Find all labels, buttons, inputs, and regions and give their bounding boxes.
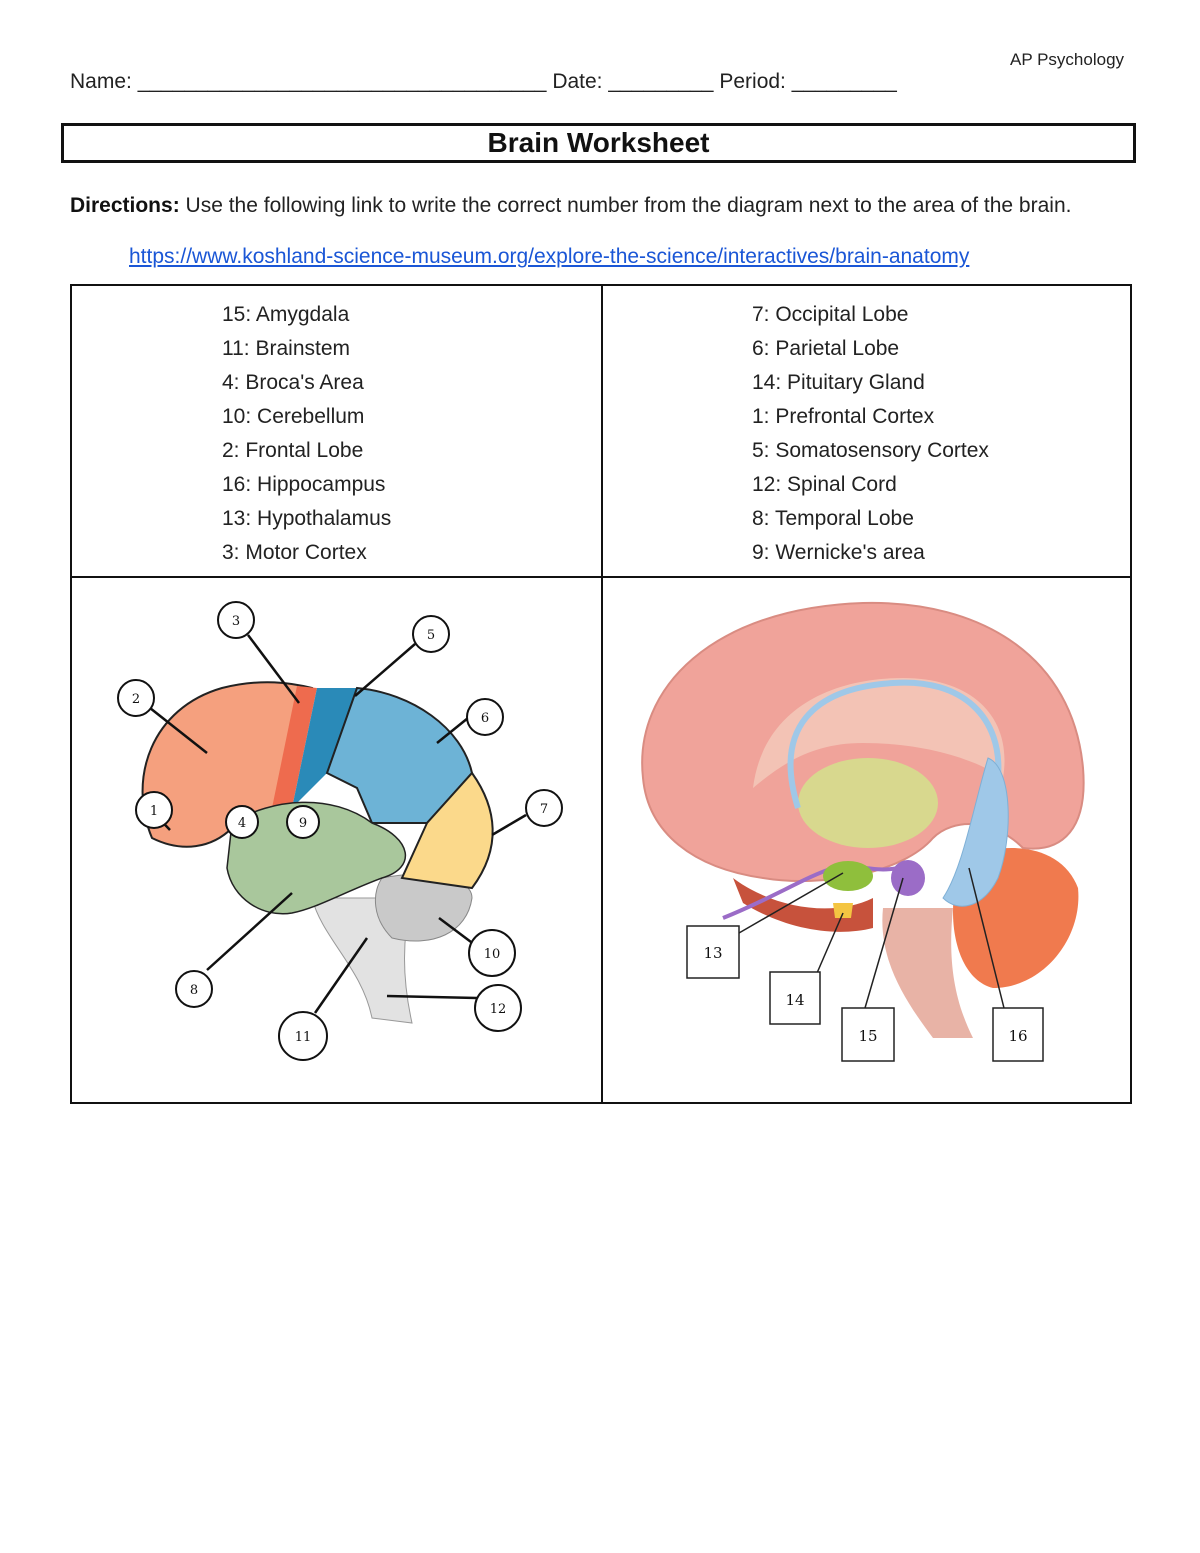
sagittal-brain-diagram: 13 14 15 16: [603, 578, 1131, 1104]
table-divider-horizontal: [72, 576, 1130, 578]
list-item: 12: Spinal Cord: [752, 473, 897, 496]
answer-list-right: 7: Occipital Lobe 6: Parietal Lobe 14: P…: [752, 298, 989, 570]
svg-text:3: 3: [232, 614, 240, 629]
label-2: 2: [117, 679, 155, 717]
label-8: 8: [175, 970, 213, 1008]
label-9: 9: [286, 805, 320, 839]
svg-text:7: 7: [540, 802, 548, 817]
label-11: 11: [278, 1011, 328, 1061]
label-7: 7: [525, 789, 563, 827]
list-item: 10: Cerebellum: [222, 405, 365, 428]
lateral-brain-illustration: 1 2 3 4 5 6 7 8 9 10 11 12: [117, 601, 563, 1061]
label-16: 16: [992, 1007, 1044, 1062]
svg-text:8: 8: [190, 983, 198, 998]
svg-text:12: 12: [490, 1002, 507, 1017]
list-item: 15: Amygdala: [222, 303, 350, 326]
date-field[interactable]: _________: [608, 70, 714, 93]
list-item: 3: Motor Cortex: [222, 541, 367, 564]
directions-label: Directions:: [70, 194, 180, 217]
list-item: 16: Hippocampus: [222, 473, 386, 496]
svg-text:5: 5: [427, 628, 435, 643]
answer-list-left: 15: Amygdala 11: Brainstem 4: Broca's Ar…: [222, 298, 391, 570]
list-item: 4: Broca's Area: [222, 371, 364, 394]
name-field[interactable]: ___________________________________: [137, 70, 547, 93]
list-item: 2: Frontal Lobe: [222, 439, 364, 462]
period-label: Period:: [719, 70, 786, 93]
list-item: 5: Somatosensory Cortex: [752, 439, 989, 462]
table-divider-vertical: [601, 286, 603, 1102]
list-item: 14: Pituitary Gland: [752, 371, 925, 394]
svg-text:16: 16: [1008, 1027, 1027, 1045]
list-item: 1: Prefrontal Cortex: [752, 405, 935, 428]
directions: Directions: Use the following link to wr…: [70, 192, 1140, 219]
page-title: Brain Worksheet: [487, 127, 710, 158]
svg-text:13: 13: [703, 944, 722, 962]
label-15: 15: [841, 1007, 895, 1062]
period-field[interactable]: _________: [791, 70, 897, 93]
label-1: 1: [135, 791, 173, 829]
list-item: 8: Temporal Lobe: [752, 507, 914, 530]
title-box: Brain Worksheet: [61, 123, 1136, 163]
svg-text:4: 4: [238, 816, 246, 831]
list-item: 7: Occipital Lobe: [752, 303, 909, 326]
svg-text:6: 6: [481, 711, 489, 726]
label-12: 12: [474, 984, 522, 1032]
svg-text:15: 15: [858, 1027, 877, 1045]
sagittal-brain-illustration: 13 14 15 16: [641, 601, 1085, 1062]
label-3: 3: [217, 601, 255, 639]
label-5: 5: [412, 615, 450, 653]
svg-text:9: 9: [299, 816, 307, 831]
label-4: 4: [225, 805, 259, 839]
svg-text:1: 1: [150, 804, 158, 819]
student-info-line: Name: __________________________________…: [70, 70, 897, 94]
label-10: 10: [468, 929, 516, 977]
label-13: 13: [686, 925, 740, 979]
date-label: Date:: [552, 70, 603, 93]
directions-text: Use the following link to write the corr…: [179, 194, 1072, 217]
svg-text:2: 2: [132, 692, 140, 707]
svg-text:14: 14: [785, 991, 804, 1009]
list-item: 11: Brainstem: [222, 337, 350, 360]
list-item: 13: Hypothalamus: [222, 507, 392, 530]
svg-text:10: 10: [484, 947, 501, 962]
list-item: 6: Parietal Lobe: [752, 337, 900, 360]
resource-link[interactable]: https://www.koshland-science-museum.org/…: [129, 245, 970, 268]
course-label: AP Psychology: [1010, 50, 1125, 69]
name-label: Name:: [70, 70, 132, 93]
label-6: 6: [466, 698, 504, 736]
svg-text:11: 11: [295, 1030, 312, 1045]
worksheet-table: 15: Amygdala 11: Brainstem 4: Broca's Ar…: [70, 284, 1132, 1104]
label-14: 14: [769, 971, 821, 1025]
list-item: 9: Wernicke's area: [752, 541, 925, 564]
lateral-brain-diagram: 1 2 3 4 5 6 7 8 9 10 11 12: [72, 578, 600, 1104]
